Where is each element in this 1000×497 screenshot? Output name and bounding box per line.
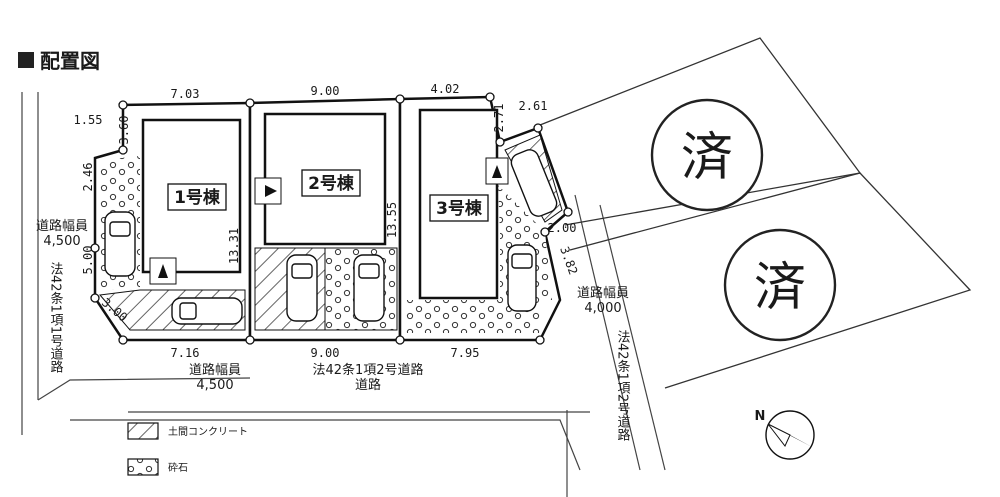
svg-text:道路幅員: 道路幅員	[36, 218, 88, 234]
boundary-markers	[90, 92, 573, 345]
north-label: N	[755, 409, 766, 424]
svg-text:土間コンクリート: 土間コンクリート	[168, 425, 248, 438]
svg-text:道路: 道路	[355, 377, 381, 393]
svg-text:9.00: 9.00	[311, 346, 340, 360]
svg-text:3.60: 3.60	[117, 116, 131, 145]
sold-stamp-2: 済	[723, 228, 837, 342]
diagram-title: 配置図	[18, 49, 100, 73]
building-3: 3号棟	[418, 108, 509, 300]
svg-text:1号棟: 1号棟	[174, 187, 221, 208]
svg-text:4,000: 4,000	[584, 301, 621, 316]
road-edges	[21, 92, 666, 497]
left-road-label: 道路幅員 4,500 法42条1項1号道路	[36, 218, 88, 374]
parking-cars	[104, 149, 558, 325]
svg-text:7.16: 7.16	[171, 346, 200, 360]
svg-text:2.00: 2.00	[548, 221, 577, 235]
sold-stamp-1: 済	[650, 98, 764, 212]
svg-text:配置図: 配置図	[40, 49, 100, 73]
building-1: 1号棟	[141, 118, 242, 285]
svg-text:5.00: 5.00	[81, 246, 95, 275]
svg-text:13.55: 13.55	[385, 202, 399, 238]
svg-text:道路幅員: 道路幅員	[577, 285, 629, 301]
svg-text:済: 済	[681, 128, 733, 188]
svg-text:3.82: 3.82	[557, 245, 580, 277]
svg-text:道路幅員: 道路幅員	[189, 362, 241, 378]
svg-text:7.03: 7.03	[171, 87, 200, 101]
svg-text:9.00: 9.00	[311, 84, 340, 98]
north-arrow: N	[755, 409, 815, 460]
legend-gravel-swatch	[127, 458, 159, 476]
svg-text:7.95: 7.95	[451, 346, 480, 360]
svg-text:法42条1項2号道路: 法42条1項2号道路	[615, 330, 631, 442]
legend-hatch-swatch	[127, 422, 159, 440]
svg-text:2.61: 2.61	[519, 99, 548, 113]
svg-text:4,500: 4,500	[196, 378, 233, 393]
svg-text:2.71: 2.71	[492, 104, 506, 133]
building-2: 2号棟	[254, 112, 387, 246]
svg-text:砕石: 砕石	[168, 462, 188, 474]
svg-text:済: 済	[754, 258, 806, 318]
svg-text:法42条1項2号道路: 法42条1項2号道路	[312, 362, 423, 378]
neighbor-lots	[539, 37, 972, 389]
right-road-label: 道路幅員 4,000 法42条1項2号道路	[577, 285, 630, 442]
svg-text:2.46: 2.46	[81, 163, 95, 192]
bottom-road-label: 道路幅員 4,500 法42条1項2号道路 道路	[189, 362, 424, 393]
dimension-labels: 7.03 9.00 4.02 2.61 1.55 3.60 2.46 5.00 …	[74, 82, 581, 360]
svg-text:1.55: 1.55	[74, 113, 103, 127]
svg-text:13.31: 13.31	[227, 228, 241, 264]
svg-text:4,500: 4,500	[43, 234, 80, 249]
svg-text:2号棟: 2号棟	[308, 173, 355, 194]
svg-text:法42条1項1号道路: 法42条1項1号道路	[48, 262, 64, 374]
legend: 土間コンクリート 砕石	[127, 422, 248, 476]
svg-text:3号棟: 3号棟	[436, 198, 483, 219]
svg-text:4.02: 4.02	[431, 82, 460, 96]
